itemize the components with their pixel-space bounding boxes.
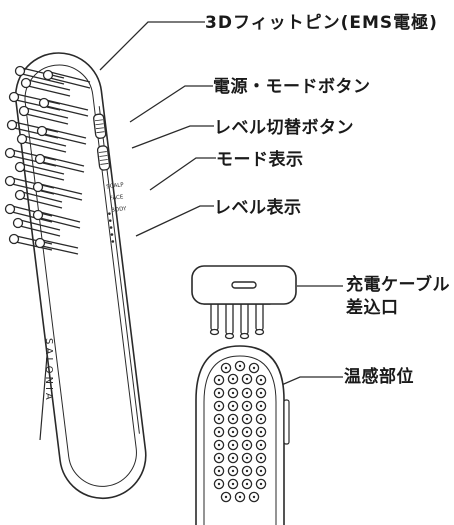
- pin: [42, 69, 91, 89]
- brand-logo: SALONIA: [43, 338, 54, 403]
- label-warm-part: 温感部位: [344, 367, 414, 387]
- power-mode-button: [93, 113, 107, 139]
- level-switch-button: [96, 145, 111, 171]
- pin: [16, 133, 67, 153]
- pin: [14, 161, 65, 181]
- label-charge-port-line1: 充電ケーブル: [346, 275, 450, 295]
- label-level-switch-button: レベル切替ボタン: [214, 118, 354, 138]
- charging-head: [191, 265, 297, 340]
- warm-electrode-centers: [217, 364, 263, 499]
- pin: [34, 237, 79, 255]
- leader-level-display: [135, 205, 214, 237]
- head-pins: [209, 299, 265, 340]
- pin: [8, 91, 61, 111]
- leader-power: [129, 85, 213, 123]
- leader-lines: [99, 21, 343, 391]
- pin: [38, 97, 89, 117]
- pin: [14, 189, 63, 209]
- label-mode-display: モード表示: [216, 150, 304, 170]
- pin: [18, 105, 69, 125]
- pin: [32, 181, 83, 201]
- mode-indicators: SCALP FACE BODY: [106, 182, 128, 214]
- leader-mode: [149, 157, 216, 191]
- charge-port: [231, 281, 257, 289]
- label-fit-pin: 3Dフィットピン(EMS電極): [205, 13, 438, 33]
- mode-scalp: SCALP: [106, 182, 125, 190]
- warm-part-view: [195, 345, 290, 525]
- mode-face: FACE: [109, 194, 124, 202]
- label-power-mode-button: 電源・モードボタン: [213, 77, 371, 97]
- leader-pin: [99, 21, 205, 71]
- pin: [8, 233, 53, 251]
- label-charge-port: 充電ケーブル 差込口: [346, 274, 450, 320]
- pin: [32, 209, 81, 229]
- fit-pins: [4, 65, 91, 255]
- pin: [20, 77, 71, 97]
- device-face-panel: [24, 64, 137, 487]
- pin: [4, 203, 53, 223]
- pin: [14, 65, 65, 85]
- leader-level: [131, 125, 214, 149]
- level-indicator-dots: [108, 212, 115, 243]
- pin: [4, 147, 57, 167]
- pin: [12, 217, 61, 237]
- label-charge-port-line2: 差込口: [346, 298, 399, 318]
- pin: [36, 125, 87, 145]
- pin: [34, 153, 85, 173]
- mode-body: BODY: [111, 206, 128, 214]
- device-side-view: SCALP FACE BODY SALONIA: [4, 52, 147, 500]
- label-level-display: レベル表示: [214, 198, 302, 218]
- pin: [6, 119, 59, 139]
- warm-side-button: [283, 399, 290, 445]
